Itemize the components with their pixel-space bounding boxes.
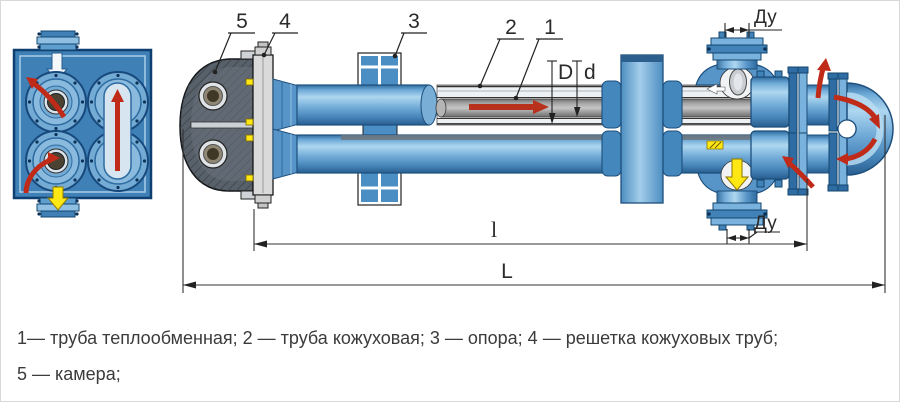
callout-5-label: 5 — [236, 10, 248, 33]
bolt-detail — [706, 140, 724, 150]
dim-du-top-label: Ду — [754, 7, 777, 28]
hub-cones — [272, 78, 300, 180]
tube-sheet — [245, 41, 274, 209]
callout-4-label: 4 — [279, 10, 291, 33]
du-dimension-top: Ду — [724, 7, 782, 37]
diameter-dimensions: D d — [547, 60, 596, 124]
end-view-flow-arrows — [23, 77, 124, 194]
callout-2-label: 2 — [505, 16, 517, 39]
legend-line-1: 1— труба теплообменная; 2 — труба кожухо… — [17, 328, 779, 348]
end-view — [12, 30, 153, 218]
diagram-canvas: 5 4 3 2 1 D d — [12, 7, 894, 293]
chamber-partition — [190, 121, 254, 129]
top-tee-flange — [706, 31, 768, 61]
bottom-tee — [697, 158, 779, 231]
tube-port-upper — [198, 81, 228, 111]
bottom-tee-flange — [706, 202, 768, 231]
tube-port-lower — [198, 139, 228, 169]
bend-flanges — [787, 66, 849, 196]
dim-du-bottom-label: Ду — [754, 213, 777, 234]
flange-bolts — [27, 73, 147, 190]
in-flow-arrow-icon — [23, 157, 52, 194]
callout-3-label: 3 — [408, 10, 420, 33]
out-flow-arrow-icon — [31, 80, 67, 119]
du-dimension-bottom: Ду — [726, 213, 780, 244]
middle-plate — [620, 54, 664, 204]
sheet-bolts — [245, 78, 254, 182]
tee-flow-arrow-icon — [706, 83, 726, 95]
flange-bottom-left — [25, 130, 87, 192]
length-dimensions: l L — [182, 115, 886, 293]
top-tee — [695, 31, 779, 100]
lower-shell-pipe — [296, 134, 760, 174]
side-view: 5 4 3 2 1 D d — [179, 7, 894, 293]
return-bend-assembly — [750, 58, 894, 196]
callouts: 5 4 3 2 1 — [212, 10, 563, 101]
legend-line-2: 5 — камера; — [17, 364, 121, 384]
outlet-down-arrow-icon — [46, 186, 70, 211]
callout-1-label: 1 — [544, 16, 556, 39]
support — [357, 52, 402, 206]
end-view-inner-frame — [19, 55, 146, 193]
dim-D-label: D — [558, 61, 573, 84]
bend-flow-arrows — [782, 58, 880, 189]
tee-down-arrow-icon — [724, 158, 750, 191]
plate-collars — [601, 80, 683, 177]
top-nozzle — [36, 30, 80, 51]
dim-l-label: l — [491, 217, 497, 242]
dim-L-label: L — [501, 260, 513, 283]
upper-shell-pipe — [296, 84, 760, 126]
dim-d-label: d — [584, 61, 596, 84]
chamber — [179, 50, 266, 200]
